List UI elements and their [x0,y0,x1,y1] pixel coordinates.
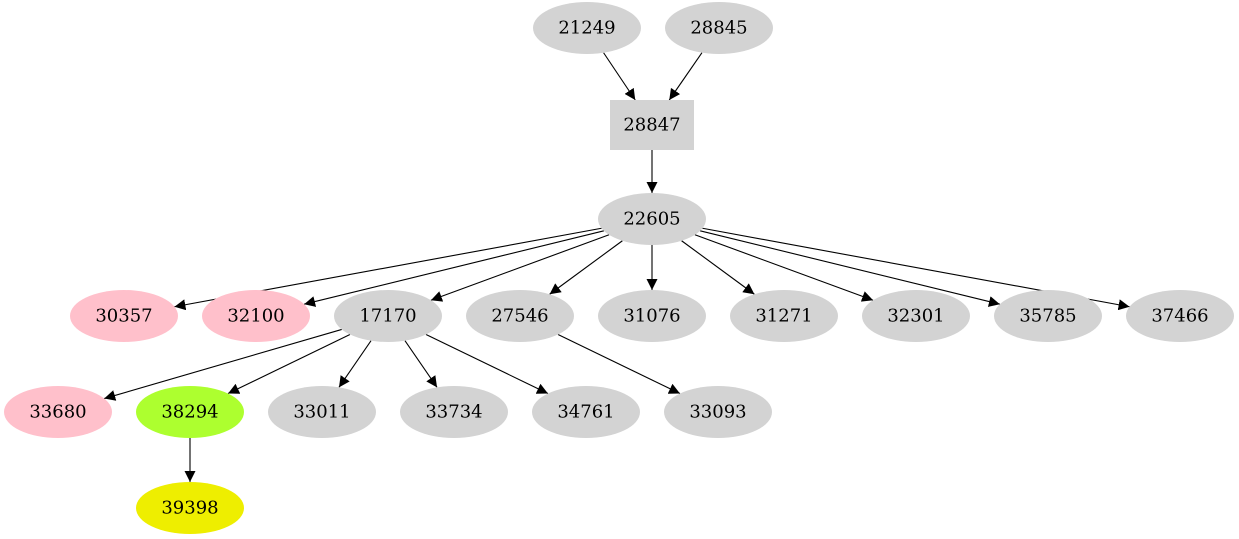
node-27546[interactable]: 27546 [466,290,574,342]
edge-17170-to-38294 [227,333,351,395]
node-ellipse-shape [70,290,178,342]
node-ellipse-shape [994,290,1102,342]
edge-21249-to-28847 [603,52,636,101]
node-33734[interactable]: 33734 [400,386,508,438]
node-35785[interactable]: 35785 [994,290,1102,342]
node-39398[interactable]: 39398 [136,482,244,534]
node-28847[interactable]: 28847 [610,100,694,150]
node-label: 31271 [755,306,812,327]
edge-22605-to-32100 [303,230,605,307]
nodes-layer: 21249 28845 28847 22605 30357 32100 17170 27546… [4,2,1234,534]
node-label: 33734 [425,402,482,423]
node-30357[interactable]: 30357 [70,290,178,342]
edge-17170-to-34761 [425,333,549,395]
node-label: 39398 [161,498,218,519]
node-label: 33093 [689,402,746,423]
node-ellipse-shape [136,482,244,534]
node-28845[interactable]: 28845 [665,2,773,54]
edge-22605-to-32301 [694,234,874,302]
edge-22605-to-17170 [430,234,610,302]
node-label: 28847 [623,115,680,136]
node-ellipse-shape [4,386,112,438]
edge-22605-to-27546 [549,240,623,295]
node-ellipse-shape [598,193,706,245]
node-ellipse-shape [730,290,838,342]
node-37466[interactable]: 37466 [1126,290,1234,342]
edge-22605-to-35785 [699,230,1001,307]
node-label: 31076 [623,306,680,327]
node-31076[interactable]: 31076 [598,290,706,342]
node-17170[interactable]: 17170 [334,290,442,342]
edge-17170-to-33680 [104,328,342,401]
node-box-shape [610,100,694,150]
node-ellipse-shape [533,2,641,54]
node-label: 28845 [690,18,747,39]
node-22605[interactable]: 22605 [598,193,706,245]
node-ellipse-shape [862,290,970,342]
node-ellipse-shape [268,386,376,438]
node-label: 27546 [491,306,548,327]
edge-17170-to-33734 [404,340,438,388]
node-label: 32100 [227,306,284,327]
node-label: 33680 [29,402,86,423]
node-ellipse-shape [532,386,640,438]
node-ellipse-shape [664,386,772,438]
node-label: 21249 [558,18,615,39]
node-label: 33011 [293,402,350,423]
node-label: 37466 [1151,306,1208,327]
node-33011[interactable]: 33011 [268,386,376,438]
node-label: 30357 [95,306,152,327]
node-ellipse-shape [400,386,508,438]
node-33093[interactable]: 33093 [664,386,772,438]
node-label: 34761 [557,402,614,423]
edge-22605-to-31271 [681,240,755,295]
node-label: 22605 [623,209,680,230]
node-32100[interactable]: 32100 [202,290,310,342]
node-32301[interactable]: 32301 [862,290,970,342]
node-33680[interactable]: 33680 [4,386,112,438]
node-31271[interactable]: 31271 [730,290,838,342]
node-ellipse-shape [665,2,773,54]
node-label: 17170 [359,306,416,327]
node-ellipse-shape [1126,290,1234,342]
edges-layer [104,52,1130,482]
node-ellipse-shape [598,290,706,342]
node-21249[interactable]: 21249 [533,2,641,54]
edge-28845-to-28847 [668,52,703,101]
node-ellipse-shape [202,290,310,342]
node-ellipse-shape [466,290,574,342]
edge-17170-to-33011 [338,340,372,388]
edge-27546-to-33093 [557,333,681,395]
node-label: 35785 [1019,306,1076,327]
node-label: 38294 [161,402,218,423]
node-38294[interactable]: 38294 [136,386,244,438]
node-ellipse-shape [334,290,442,342]
node-34761[interactable]: 34761 [532,386,640,438]
node-ellipse-shape [136,386,244,438]
node-label: 32301 [887,306,944,327]
